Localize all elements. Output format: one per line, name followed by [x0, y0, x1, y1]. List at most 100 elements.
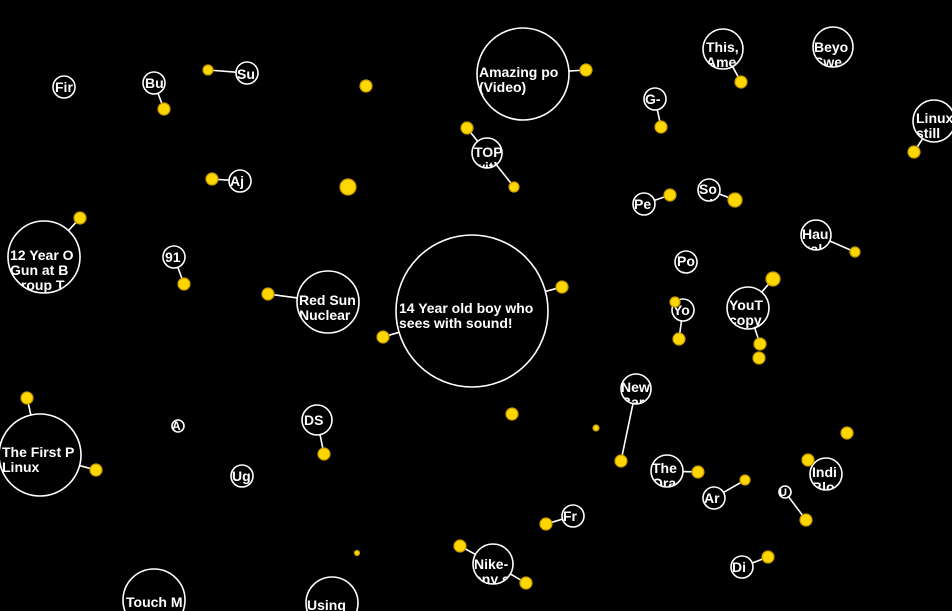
- bubble-label: U: [779, 487, 787, 499]
- loose-dot: [840, 426, 854, 440]
- bubble-label-line: Pe: [634, 196, 651, 212]
- bubble-label-line: Blo: [812, 479, 835, 495]
- attached-dot: [376, 330, 390, 344]
- link-line: [679, 320, 683, 334]
- bubble-circle: [912, 99, 952, 143]
- bubble-label-line: Linux: [2, 459, 40, 475]
- bubble-node[interactable]: Ar: [702, 474, 751, 510]
- bubble-node[interactable]: 91: [162, 245, 191, 291]
- bubble-label-line: Swe: [814, 54, 842, 70]
- bubble-circle: [702, 28, 744, 70]
- bubble-label-line: Nuclear: [299, 307, 351, 323]
- attached-dot: [849, 246, 861, 258]
- bubble-circle: [730, 555, 754, 579]
- bubble-node[interactable]: Yo: [669, 296, 695, 346]
- bubble-label: Bu: [145, 75, 164, 91]
- bubble-node[interactable]: A: [171, 419, 185, 433]
- bubble-circle: [702, 486, 726, 510]
- bubble-label: Fir: [55, 79, 73, 95]
- link-line: [212, 69, 237, 73]
- bubble-circle: [800, 219, 832, 251]
- link-line: [319, 434, 324, 449]
- link-line: [470, 132, 479, 142]
- bubble-node[interactable]: U: [778, 485, 813, 527]
- bubble-circle: [472, 543, 514, 585]
- attached-dot: [672, 332, 686, 346]
- attached-dot: [508, 181, 520, 193]
- attached-dot: [799, 513, 813, 527]
- bubble-label-line: Hau: [802, 226, 828, 242]
- bubble-label-line: copy: [729, 312, 762, 328]
- bubble-node[interactable]: Fr: [539, 504, 585, 531]
- attached-dot: [157, 102, 171, 116]
- link-line: [217, 178, 230, 182]
- bubble-label: 91: [165, 249, 181, 265]
- link-line: [464, 548, 476, 556]
- bubble-node[interactable]: Using: [305, 576, 359, 611]
- link-line: [273, 293, 298, 299]
- bubble-node[interactable]: Nike-any s: [453, 539, 533, 590]
- bubble-node[interactable]: Bu: [142, 71, 171, 116]
- bubble-circle: [620, 373, 652, 405]
- bubble-label-line: still: [916, 125, 940, 141]
- bubble-label-line: 12 Year O: [10, 247, 74, 263]
- bubble-circle: [674, 250, 698, 274]
- attached-dot: [579, 63, 593, 77]
- attached-dot: [177, 277, 191, 291]
- bubble-label-line: Touch M: [126, 594, 183, 610]
- bubble-node[interactable]: DS: [301, 404, 333, 461]
- bubble-node[interactable]: Ug: [230, 464, 254, 488]
- bubble-node[interactable]: Fir: [52, 75, 76, 99]
- link-line: [751, 558, 763, 564]
- bubble-circle: [228, 169, 252, 193]
- bubble-label-line: any s: [474, 571, 510, 587]
- bubble-circle: [305, 576, 359, 611]
- bubble-label-line: Aj: [230, 173, 244, 189]
- loose-dot: [359, 79, 373, 93]
- bubble-node[interactable]: Di: [730, 550, 775, 579]
- bubble-node[interactable]: Pe: [632, 188, 677, 216]
- bubble-node[interactable]: G-: [643, 87, 668, 134]
- link-line: [621, 403, 634, 456]
- bubble-circle: [122, 568, 186, 611]
- attached-dot: [663, 188, 677, 202]
- bubble-node[interactable]: Aj: [205, 169, 252, 193]
- bubble-label-line: Fir: [55, 79, 73, 95]
- bubble-node[interactable]: This,Ame: [702, 28, 748, 89]
- bubble-node[interactable]: Amazing po(Video): [476, 27, 593, 121]
- attached-dot: [727, 192, 743, 208]
- bubble-label: Pe: [634, 196, 651, 212]
- bubble-label-line: O: [677, 268, 688, 284]
- bubble-circle: [230, 464, 254, 488]
- bubble-label-line: Beyo: [814, 39, 848, 55]
- bubble-label: Using: [307, 597, 346, 611]
- link-line: [761, 283, 770, 293]
- attached-dot: [765, 271, 781, 287]
- link-line: [27, 403, 32, 416]
- loose-dot: [752, 351, 766, 365]
- bubble-circle: [650, 454, 684, 488]
- bubble-node[interactable]: Su: [202, 61, 259, 85]
- bubble-node[interactable]: Touch M: [122, 568, 186, 611]
